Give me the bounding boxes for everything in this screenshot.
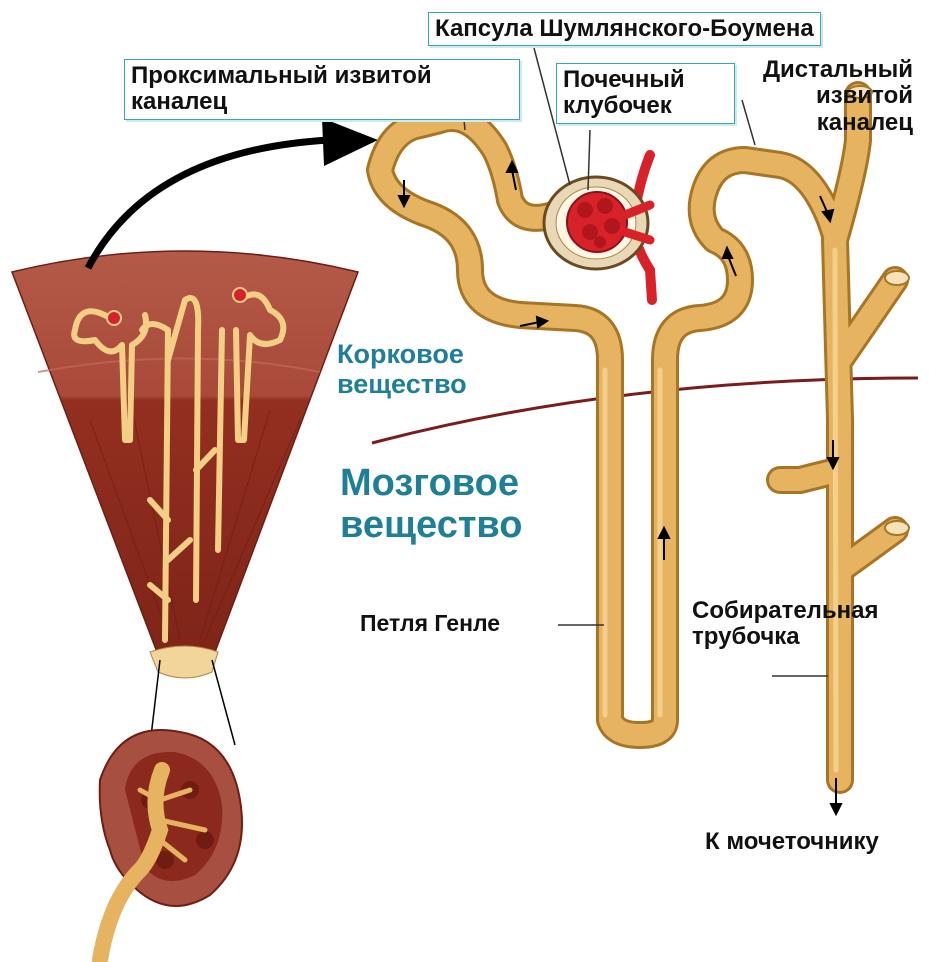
label-proximal-tubule: Проксимальный извитой каналец bbox=[124, 59, 520, 120]
zoom-arrow bbox=[88, 118, 378, 268]
label-capsule: Капсула Шумлянского-Боумена bbox=[428, 12, 821, 46]
label-loop-of-henle: Петля Генле bbox=[360, 611, 500, 636]
label-collecting-duct: Собирательная трубочка bbox=[692, 598, 922, 651]
label-medulla: Мозговое вещество bbox=[340, 463, 570, 547]
kidney-illustration bbox=[100, 730, 242, 960]
label-cortex: Корковое вещество bbox=[337, 340, 527, 399]
label-glomerulus: Почечный клубочек bbox=[556, 63, 735, 124]
label-distal-tubule: Дистальный извитой каналец bbox=[728, 57, 913, 136]
duct-opening bbox=[885, 271, 909, 285]
label-to-ureter: К мочеточнику bbox=[705, 829, 879, 855]
glomerulus-capsule bbox=[544, 155, 652, 300]
duct-opening bbox=[885, 521, 909, 535]
tissue-wedge bbox=[12, 251, 358, 678]
